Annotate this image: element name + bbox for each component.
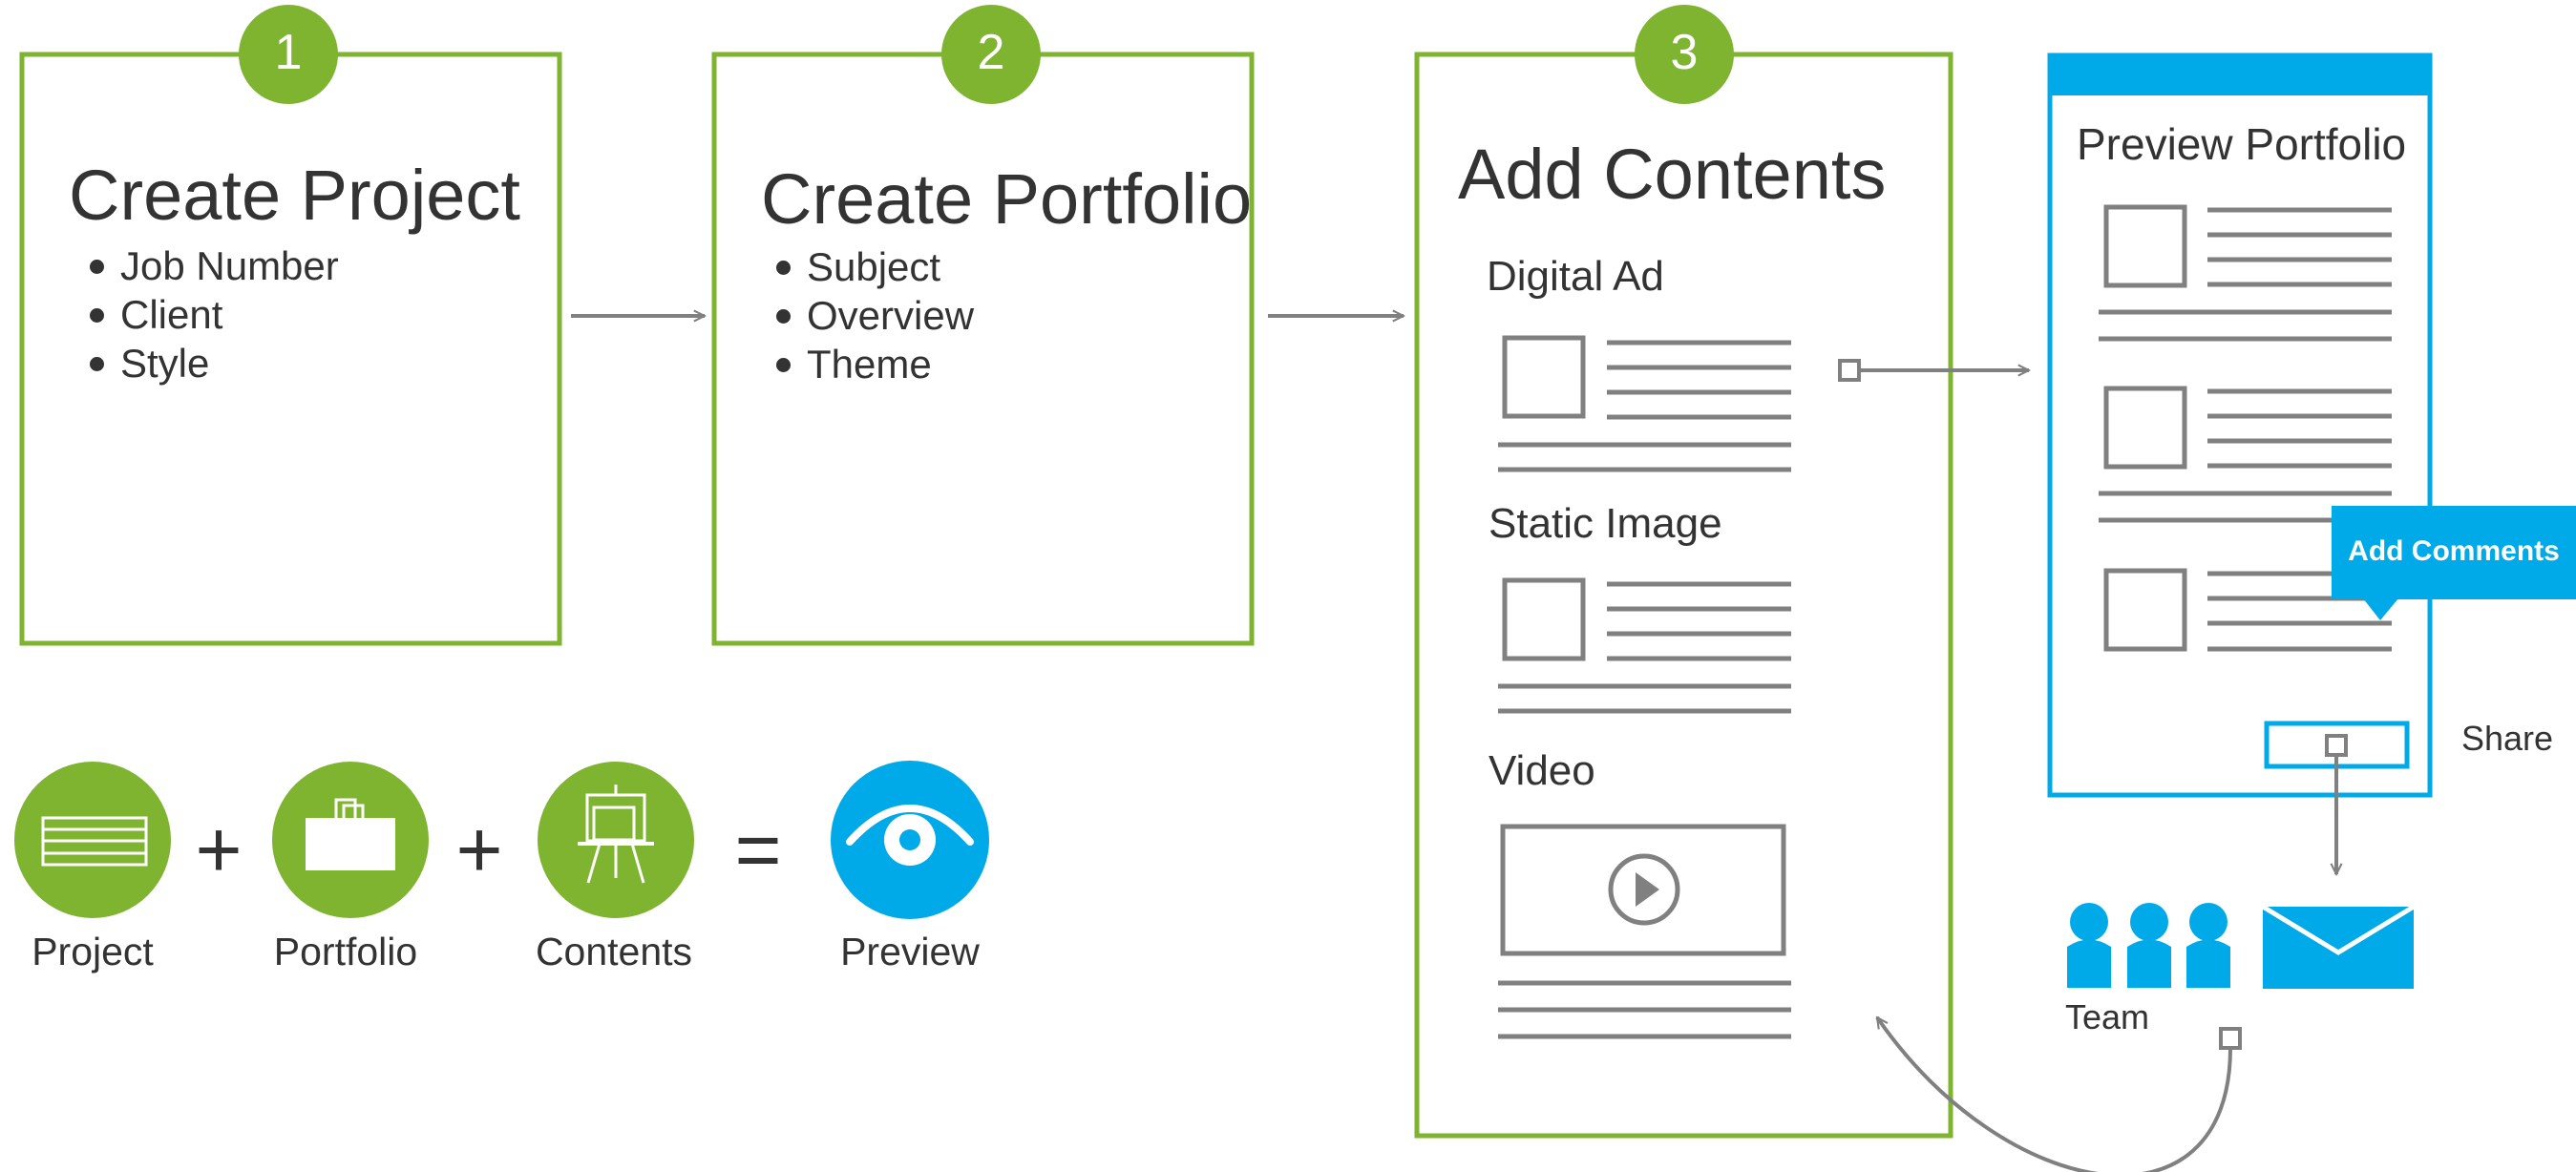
bullet-item: Job Number — [90, 241, 339, 290]
plus-operator: + — [195, 805, 243, 894]
equals-operator: = — [734, 805, 782, 894]
team-label: Team — [2065, 997, 2150, 1036]
arrow-team-to-contents — [1875, 1017, 2232, 1172]
team-connector-node — [2219, 1027, 2242, 1050]
plus-operator: + — [455, 805, 503, 894]
step-3-title: Add Contents — [1458, 135, 1887, 214]
equation-label-project: Project — [32, 930, 154, 973]
step-1-bullets: Job Number Client Style — [90, 241, 339, 387]
bullet-item: Subject — [776, 242, 974, 291]
digital-ad-label: Digital Ad — [1487, 253, 1664, 300]
equation-label-preview: Preview — [840, 930, 980, 973]
eye-icon — [831, 761, 989, 919]
portfolio-icon — [272, 762, 429, 918]
project-icon — [14, 762, 171, 918]
step-2-bullets: Subject Overview Theme — [776, 242, 974, 388]
add-comments-callout[interactable] — [2332, 506, 2576, 599]
step-1-title: Create Project — [69, 156, 520, 235]
static-image-label: Static Image — [1489, 500, 1722, 547]
step-3-box — [1414, 52, 1953, 1139]
preview-portfolio-title: Preview Portfolio — [2077, 119, 2407, 169]
step-1-badge — [239, 5, 338, 104]
bullet-item: Overview — [776, 291, 974, 340]
step-3-badge — [1635, 5, 1734, 104]
add-comments-label[interactable]: Add Comments — [2348, 535, 2560, 567]
bullet-item: Client — [90, 290, 339, 339]
email-icon — [2261, 904, 2416, 989]
preview-thumbnails — [2099, 204, 2392, 652]
static-image-thumbnail — [1498, 577, 1791, 714]
bullet-item: Theme — [776, 340, 974, 388]
team-icon — [2067, 903, 2230, 988]
share-connector-node — [2325, 734, 2348, 757]
contents-icon — [538, 762, 694, 918]
connector-node — [1838, 359, 1861, 382]
video-label: Video — [1489, 747, 1595, 794]
step-1-number: 1 — [274, 25, 303, 80]
share-label: Share — [2461, 719, 2554, 758]
step-2-badge — [941, 5, 1041, 104]
step-2-title: Create Portfolio — [761, 159, 1253, 239]
play-icon — [1608, 853, 1680, 926]
bullet-item: Style — [90, 339, 339, 387]
digital-ad-thumbnail — [1498, 335, 1791, 472]
video-thumbnail — [1498, 824, 1791, 1039]
step-3-number: 3 — [1670, 25, 1699, 80]
equation-label-portfolio: Portfolio — [273, 930, 418, 973]
step-2-number: 2 — [977, 25, 1005, 80]
preview-portfolio-header-bar — [2048, 53, 2432, 95]
callout-pointer — [2363, 598, 2398, 620]
equation-label-contents: Contents — [535, 930, 693, 973]
